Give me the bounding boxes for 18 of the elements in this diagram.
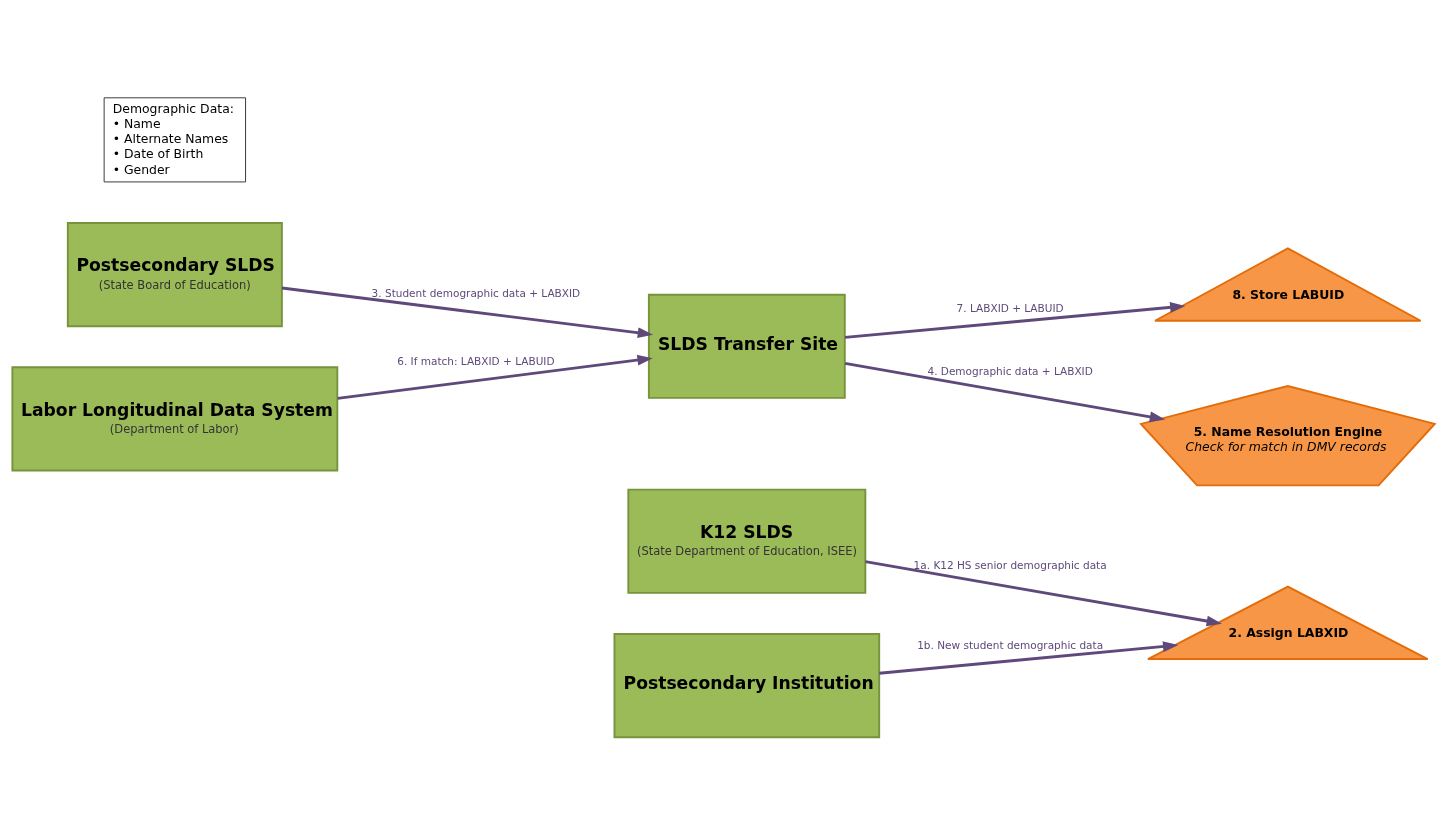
node-box: Demographic Data: • Name • Alternate Names • Date of Birth • Gender [103, 97, 247, 183]
node-box: SLDS Transfer Site [647, 293, 846, 399]
node-box: Labor Longitudinal Data System (Department of Labor) [11, 366, 339, 472]
arrow [281, 286, 654, 339]
node-box: Postsecondary SLDS (State Board of Education) [66, 222, 283, 328]
arrow [879, 641, 1179, 675]
edge-label: 6. If match: LABXID + LABUID [397, 355, 555, 368]
edge-label: 1a. K12 HS senior demographic data [913, 558, 1107, 571]
node-box: K12 SLDS (State Department of Education, ISEE) [627, 488, 867, 594]
arrow [865, 560, 1222, 627]
node-box: Postsecondary Institution [613, 633, 881, 739]
arrow [844, 361, 1166, 423]
arrow [337, 354, 653, 400]
edge-label: 7. LABXID + LABUID [956, 301, 1064, 314]
arrow [844, 302, 1186, 339]
edge-label: 4. Demographic data + LABXID [927, 364, 1093, 377]
edge-label: 1b. New student demographic data [917, 639, 1104, 652]
edge-label: 3. Student demographic data + LABXID [371, 287, 581, 300]
